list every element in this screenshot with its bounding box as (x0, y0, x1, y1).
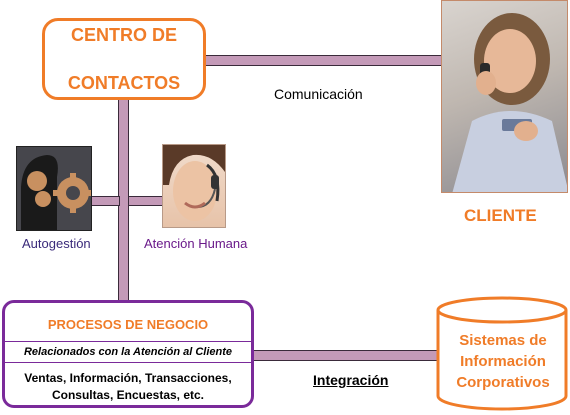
centro-line2: CONTACTOS (67, 73, 181, 93)
procesos-body-line1: Ventas, Información, Transacciones, (24, 371, 232, 385)
connector-atencion (128, 196, 164, 206)
connector-autogestion (90, 196, 120, 206)
centro-line1: CENTRO DE (70, 25, 177, 45)
procesos-body: Ventas, Información, Transacciones, Cons… (5, 370, 251, 404)
sistemas-line3: Corporativos (456, 374, 550, 391)
integracion-label: Integración (313, 372, 389, 388)
centro-de-contactos-box: CENTRO DE CONTACTOS (42, 18, 206, 100)
sistemas-database-cylinder (436, 296, 568, 411)
sistemas-line1: Sistemas de (459, 332, 547, 349)
atencion-humana-label: Atención Humana (144, 236, 248, 251)
cliente-label: CLIENTE (464, 206, 537, 225)
procesos-body-line2: Consultas, Encuestas, etc. (51, 388, 205, 402)
sistemas-label: Sistemas de Información Corporativos (444, 330, 562, 393)
procesos-title: PROCESOS DE NEGOCIO (47, 317, 209, 332)
procesos-subtitle: Relacionados con la Atención al Cliente (5, 341, 251, 363)
autogestion-label: Autogestión (22, 236, 91, 251)
headset-agent-icon (163, 145, 225, 221)
comunicacion-label: Comunicación (274, 86, 363, 102)
connector-centro-cliente (204, 55, 444, 66)
cliente-illustration (452, 13, 567, 192)
gears-head-icon (17, 147, 91, 230)
cliente-photo (441, 0, 568, 193)
autogestion-image (16, 146, 92, 231)
atencion-humana-image (162, 144, 226, 228)
connector-procesos-sistemas (252, 350, 438, 361)
sistemas-line2: Información (460, 353, 546, 370)
procesos-de-negocio-box: PROCESOS DE NEGOCIO Relacionados con la … (2, 300, 254, 408)
